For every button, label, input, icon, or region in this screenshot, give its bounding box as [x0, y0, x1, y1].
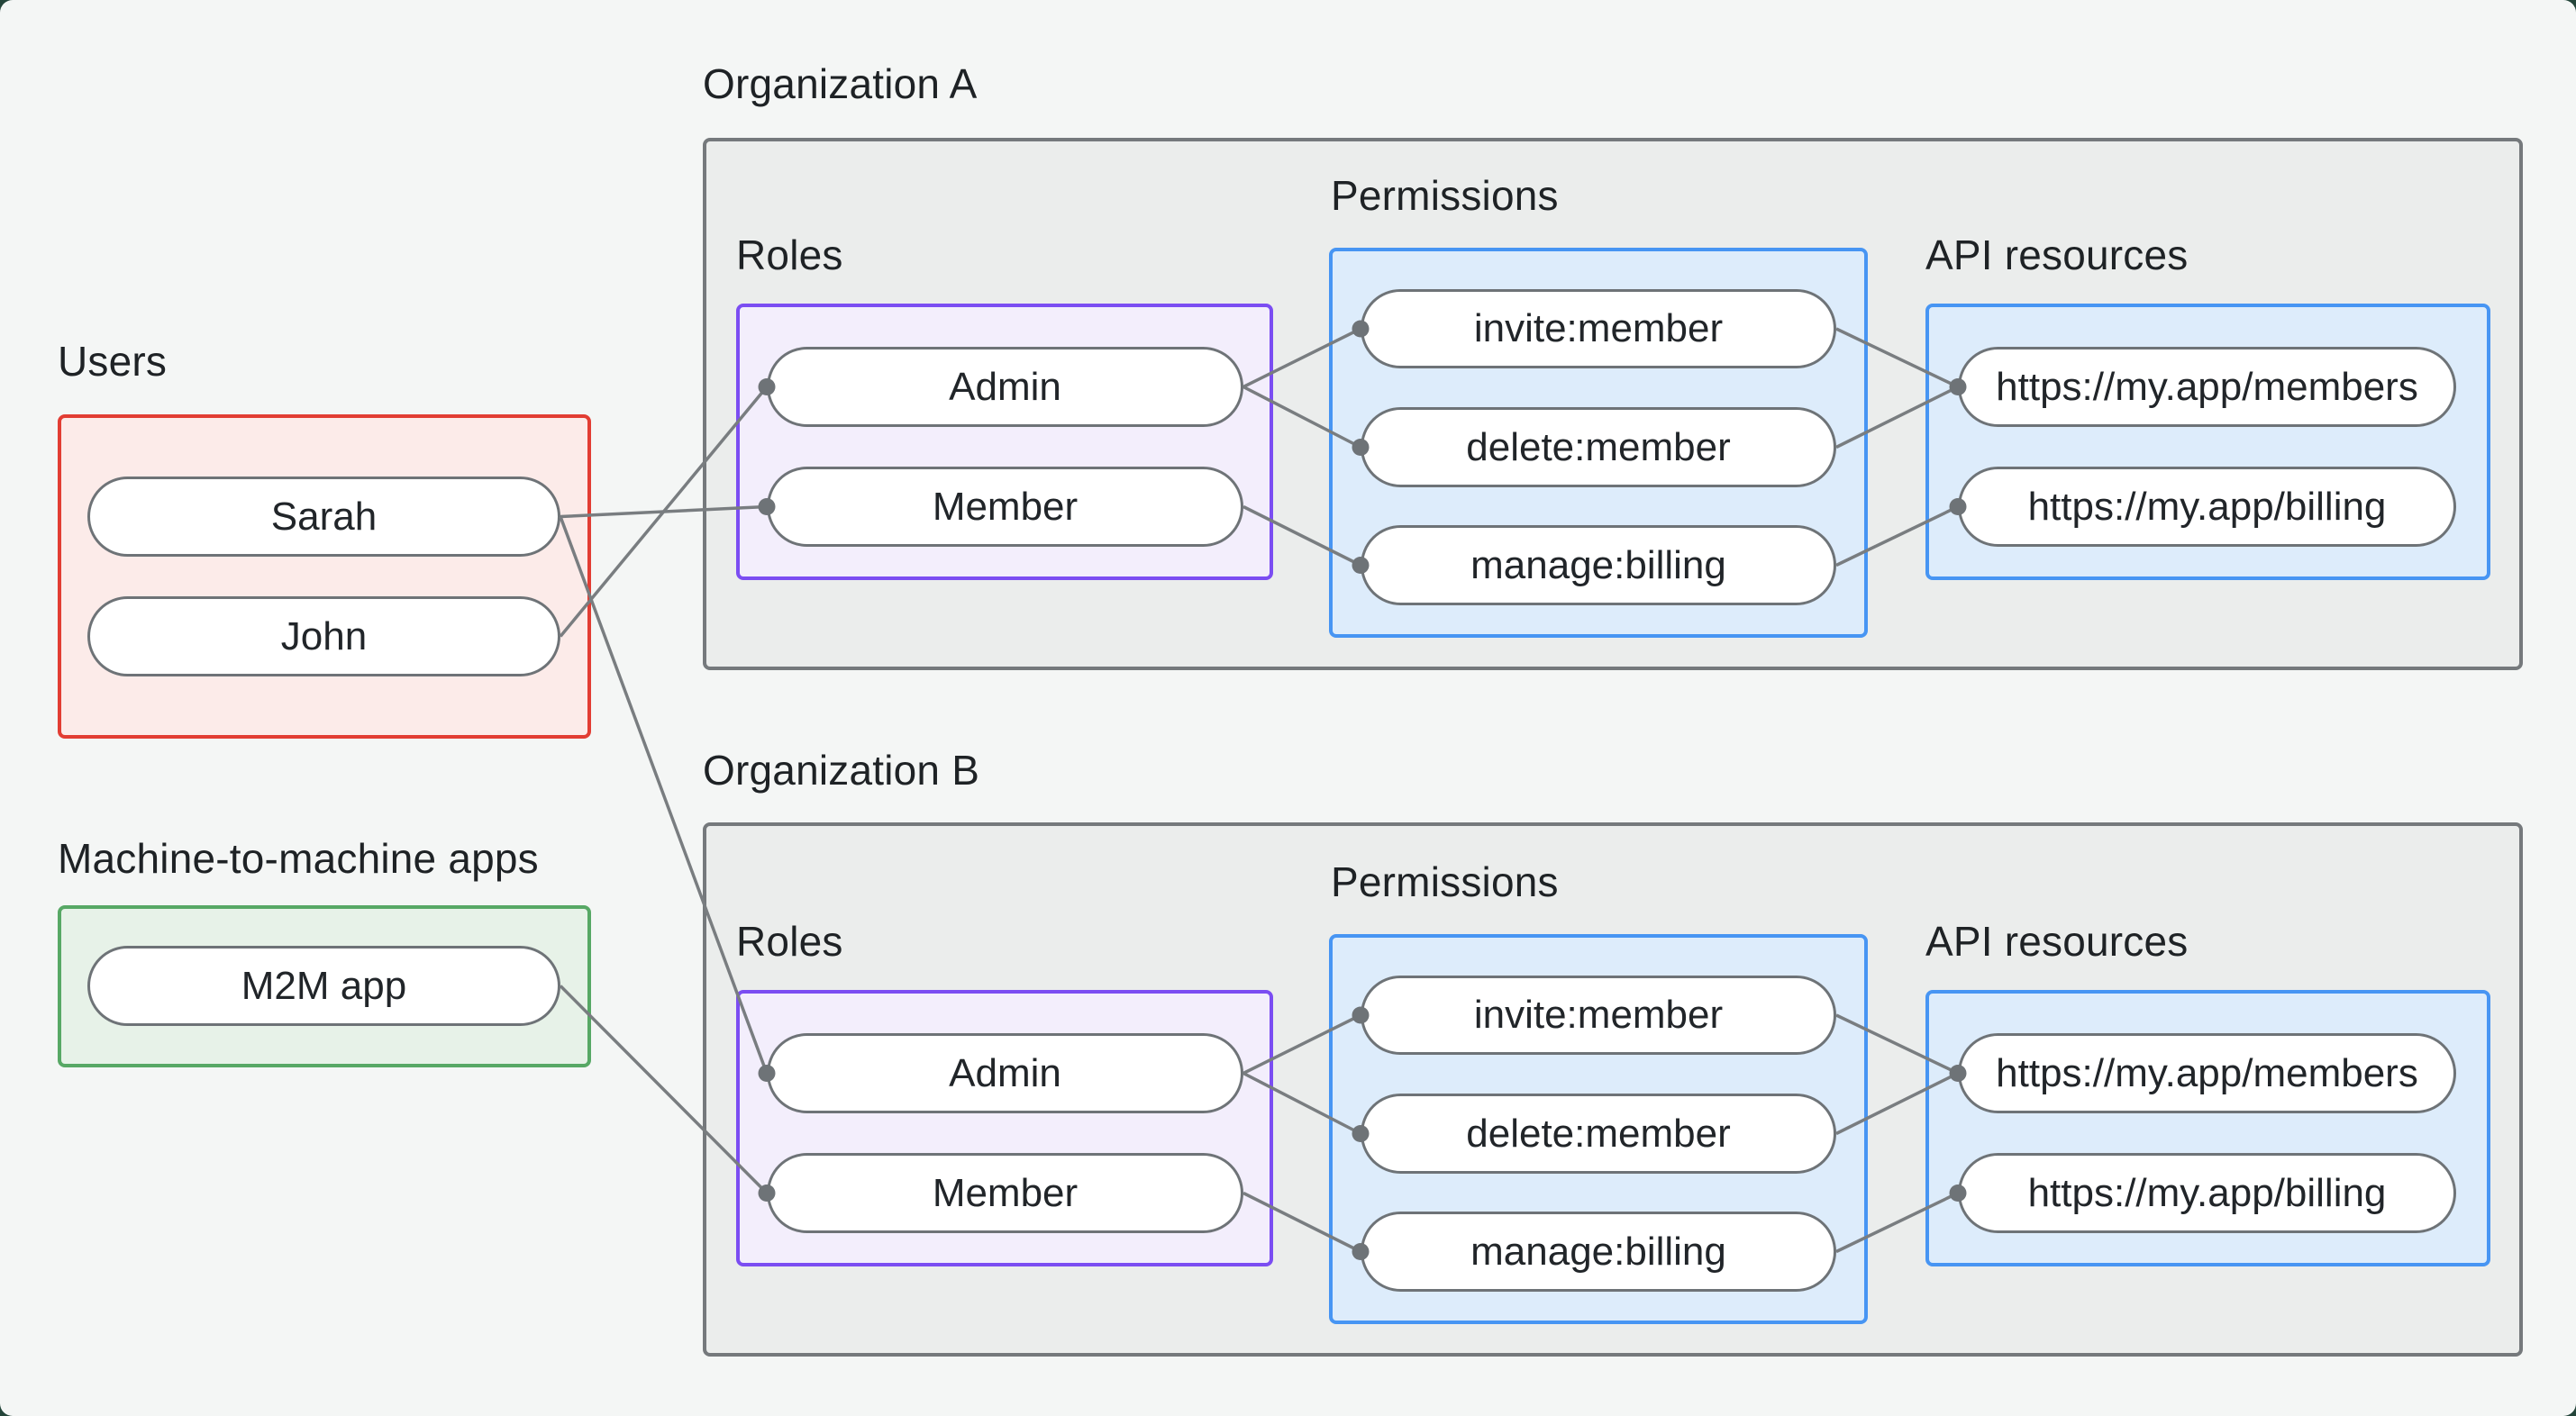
org-b-resource-members: https://my.app/members — [1958, 1033, 2456, 1113]
m2m-node-app: M2M app — [87, 946, 560, 1026]
org-a-role-admin: Admin — [767, 347, 1243, 427]
org-a-resource-members: https://my.app/members — [1958, 347, 2456, 427]
org-b-title: Organization B — [703, 747, 980, 794]
m2m-section-title: Machine-to-machine apps — [58, 835, 539, 882]
org-a-title: Organization A — [703, 60, 978, 107]
org-b-permission-delete: delete:member — [1361, 1094, 1836, 1174]
org-b-permission-manage: manage:billing — [1361, 1212, 1836, 1292]
org-a-roles-label: Roles — [736, 231, 843, 278]
org-b-resource-billing: https://my.app/billing — [1958, 1153, 2456, 1233]
org-a-permissions-label: Permissions — [1331, 172, 1559, 219]
org-a-permission-manage: manage:billing — [1361, 525, 1836, 605]
users-group-box — [58, 414, 591, 739]
org-b-roles-label: Roles — [736, 918, 843, 965]
org-b-role-member: Member — [767, 1153, 1243, 1233]
org-a-api-label: API resources — [1925, 231, 2189, 278]
org-a-role-member: Member — [767, 467, 1243, 547]
org-b-permission-invite: invite:member — [1361, 976, 1836, 1055]
org-a-permission-delete: delete:member — [1361, 407, 1836, 487]
org-b-api-label: API resources — [1925, 918, 2189, 965]
org-b-permissions-label: Permissions — [1331, 858, 1559, 905]
org-a-permission-invite: invite:member — [1361, 289, 1836, 368]
user-node-john: John — [87, 596, 560, 676]
users-section-title: Users — [58, 338, 168, 385]
org-b-role-admin: Admin — [767, 1033, 1243, 1113]
org-a-resource-billing: https://my.app/billing — [1958, 467, 2456, 547]
user-node-sarah: Sarah — [87, 477, 560, 557]
